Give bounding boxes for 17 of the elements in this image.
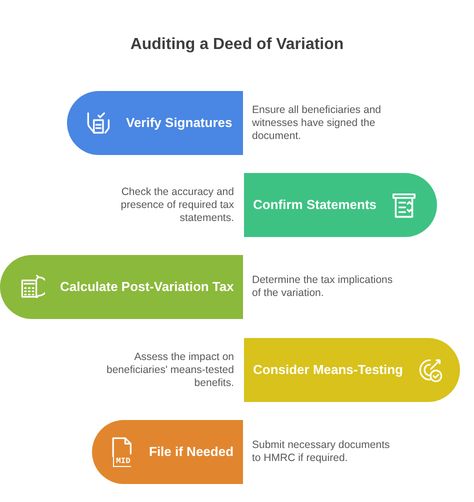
step-title: Confirm Statements <box>253 197 377 213</box>
step-title: Verify Signatures <box>126 115 232 131</box>
step-title: File if Needed <box>149 444 234 460</box>
diagram-title: Auditing a Deed of Variation <box>130 35 344 55</box>
step-pill <box>67 91 243 155</box>
step-title: Consider Means-Testing <box>253 362 404 378</box>
step-description: Check the accuracy and presence of required tax statements. <box>120 186 234 224</box>
step-description: Assess the impact on beneficiaries' means-tested benefits. <box>106 350 234 390</box>
step-title: Calculate Post-Variation Tax <box>60 279 234 295</box>
step-description: Determine the tax implications of the variation. <box>252 274 394 300</box>
step-pill <box>244 173 437 237</box>
step-pill <box>0 255 243 319</box>
step-description: Submit necessary documents to HMRC if required. <box>252 439 391 465</box>
step-pill <box>92 420 243 484</box>
step-description: Ensure all beneficiaries and witnesses have signed the document. <box>252 104 382 142</box>
file-type-label: MID <box>113 457 132 467</box>
step-pill <box>244 338 460 402</box>
